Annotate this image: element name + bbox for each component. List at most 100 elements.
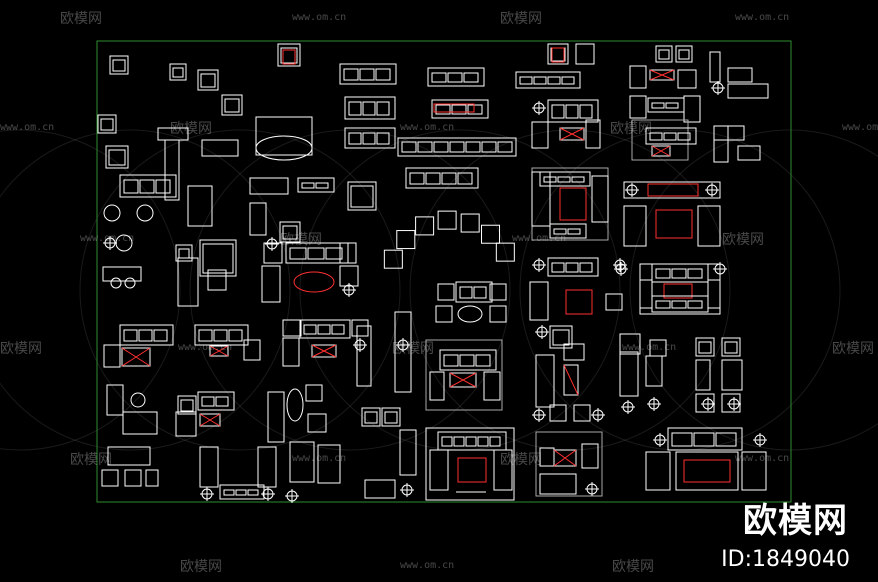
- sofa: [713, 125, 729, 163]
- sofa-cushion: [213, 329, 228, 342]
- armchair: [351, 319, 369, 337]
- sofa-cushion: [417, 141, 433, 153]
- sofa-cushion: [565, 262, 579, 273]
- curved-sofa-seat: [495, 242, 515, 262]
- armchair-seat: [202, 243, 234, 274]
- coffee-table: [645, 355, 663, 387]
- sofa-cushion: [362, 101, 376, 116]
- sofa-cushion: [343, 68, 359, 81]
- watermark-url: www.om.cn: [735, 12, 790, 23]
- watermark-brand: 欧模网: [280, 232, 322, 248]
- sofa: [515, 71, 581, 89]
- sofa: [285, 242, 349, 264]
- sofa-cushion: [198, 329, 213, 342]
- cushion: [433, 103, 475, 113]
- cad-line: [449, 372, 477, 388]
- sofa-cushion: [693, 432, 715, 447]
- armchair: [169, 63, 187, 81]
- sofa: [119, 174, 177, 198]
- armchair: [175, 411, 197, 437]
- sofa: [539, 473, 577, 495]
- watermark-url: www.om.cn: [400, 560, 455, 571]
- table: [559, 127, 585, 141]
- cad-line: [311, 344, 337, 358]
- sofa-cushion: [409, 172, 425, 185]
- table: [199, 413, 221, 427]
- sofa-cushion: [473, 286, 487, 299]
- armchair: [282, 337, 300, 367]
- armchair: [429, 449, 449, 491]
- armchair: [435, 305, 453, 323]
- sofa-cushion: [671, 432, 693, 447]
- armchair: [103, 344, 121, 368]
- sofa-cushion: [665, 102, 679, 109]
- curved-sofa-seat: [383, 249, 403, 269]
- cad-line: [563, 364, 579, 396]
- watermark-brand: 欧模网: [610, 121, 652, 137]
- armchair: [105, 145, 129, 169]
- sofa: [164, 139, 180, 201]
- armchair: [591, 175, 609, 223]
- stool: [145, 469, 159, 487]
- sofa-cushion: [223, 489, 235, 496]
- cad-line: [559, 127, 585, 141]
- sofa-cushion: [303, 324, 317, 335]
- table: [449, 372, 477, 388]
- armchair: [305, 384, 323, 402]
- armchair: [655, 45, 673, 63]
- sofa-cushion: [307, 247, 325, 260]
- rug: [425, 427, 515, 501]
- coffee-table: [721, 359, 743, 391]
- chair: [707, 279, 721, 309]
- sofa-cushion: [671, 268, 687, 279]
- watermark-url: www.om.cn: [0, 122, 55, 133]
- sofa-cushion: [579, 262, 593, 273]
- watermark-url: www.om.cn: [622, 342, 677, 353]
- sofa-cushion: [663, 132, 677, 141]
- coffee-table: [293, 271, 335, 293]
- armchair: [575, 43, 595, 65]
- watermark-url: www.om.cn: [512, 233, 567, 244]
- sofa-cushion: [425, 172, 441, 185]
- sofa-cushion: [579, 104, 593, 119]
- sofa: [399, 429, 417, 476]
- sofa-cushion: [533, 76, 547, 85]
- armchair: [489, 283, 507, 301]
- rug: [675, 451, 739, 491]
- watermark-brand: 欧模网: [500, 452, 542, 468]
- sofa-cushion: [289, 247, 307, 260]
- watermark-brand: 欧模网: [392, 341, 434, 357]
- sofa-cushion: [315, 182, 329, 189]
- sofa-cushion: [655, 300, 671, 309]
- dining-table: [663, 283, 693, 299]
- sofa: [539, 171, 591, 187]
- armchair: [175, 244, 193, 262]
- armchair-seat: [364, 411, 378, 424]
- sofa: [737, 145, 761, 161]
- cad-line: [553, 449, 577, 467]
- sofa-cushion: [441, 436, 453, 447]
- watermark-url: www.om.cn: [735, 453, 790, 464]
- watermark-brand: 欧模网: [180, 559, 222, 575]
- armchair: [649, 339, 667, 357]
- watermark-brand: 欧模网: [70, 452, 112, 468]
- watermark-brand: 欧模网: [60, 11, 102, 27]
- sofa: [187, 185, 213, 227]
- sofa-cushion: [571, 176, 585, 183]
- sofa-cushion: [497, 141, 513, 153]
- sofa-cushion: [457, 172, 473, 185]
- armchair: [695, 393, 715, 413]
- sofa-cushion: [348, 101, 362, 116]
- armchair: [249, 202, 267, 236]
- stool: [101, 469, 119, 487]
- curved-sofa-seat: [481, 224, 501, 244]
- sofa-cushion: [561, 76, 575, 85]
- sofa-cushion: [655, 268, 671, 279]
- armchair: [261, 265, 281, 303]
- armchair: [263, 242, 283, 264]
- armchair: [531, 121, 549, 149]
- armchair: [645, 451, 671, 491]
- stool: [103, 204, 121, 222]
- armchair-seat: [350, 185, 374, 208]
